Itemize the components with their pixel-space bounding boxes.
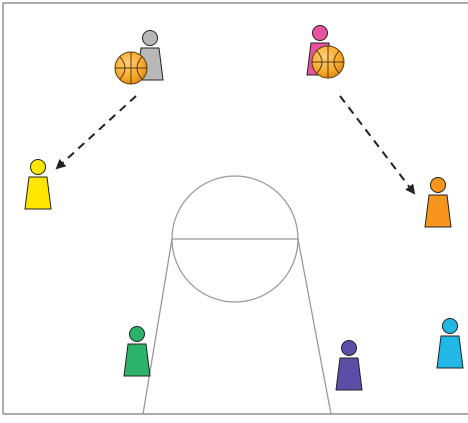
player-green-head: [129, 326, 145, 342]
player-orange-head: [430, 177, 446, 193]
player-orange-body: [424, 194, 452, 228]
lane-line-left: [142, 238, 173, 415]
player-purple-head: [341, 340, 357, 356]
player-yellow: [24, 159, 52, 210]
basketball-icon: [311, 45, 345, 79]
player-pink-head: [312, 25, 328, 41]
lane-line-right: [297, 238, 332, 415]
player-cyan: [436, 318, 464, 369]
basketball-icon: [114, 51, 148, 85]
player-yellow-head: [30, 159, 46, 175]
player-yellow-body: [24, 176, 52, 210]
player-green-body: [123, 343, 151, 377]
player-cyan-body: [436, 335, 464, 369]
player-gray-head: [142, 30, 158, 46]
player-gray: [114, 30, 164, 85]
player-cyan-head: [442, 318, 458, 334]
player-pink: [306, 25, 345, 79]
player-purple: [335, 340, 363, 391]
player-orange: [424, 177, 452, 228]
court-border: [2, 2, 468, 415]
player-purple-body: [335, 357, 363, 391]
pass-arrow-gray-to-yellow: [55, 95, 137, 170]
pass-arrow-pink-to-orange: [339, 95, 416, 195]
player-green: [123, 326, 151, 377]
